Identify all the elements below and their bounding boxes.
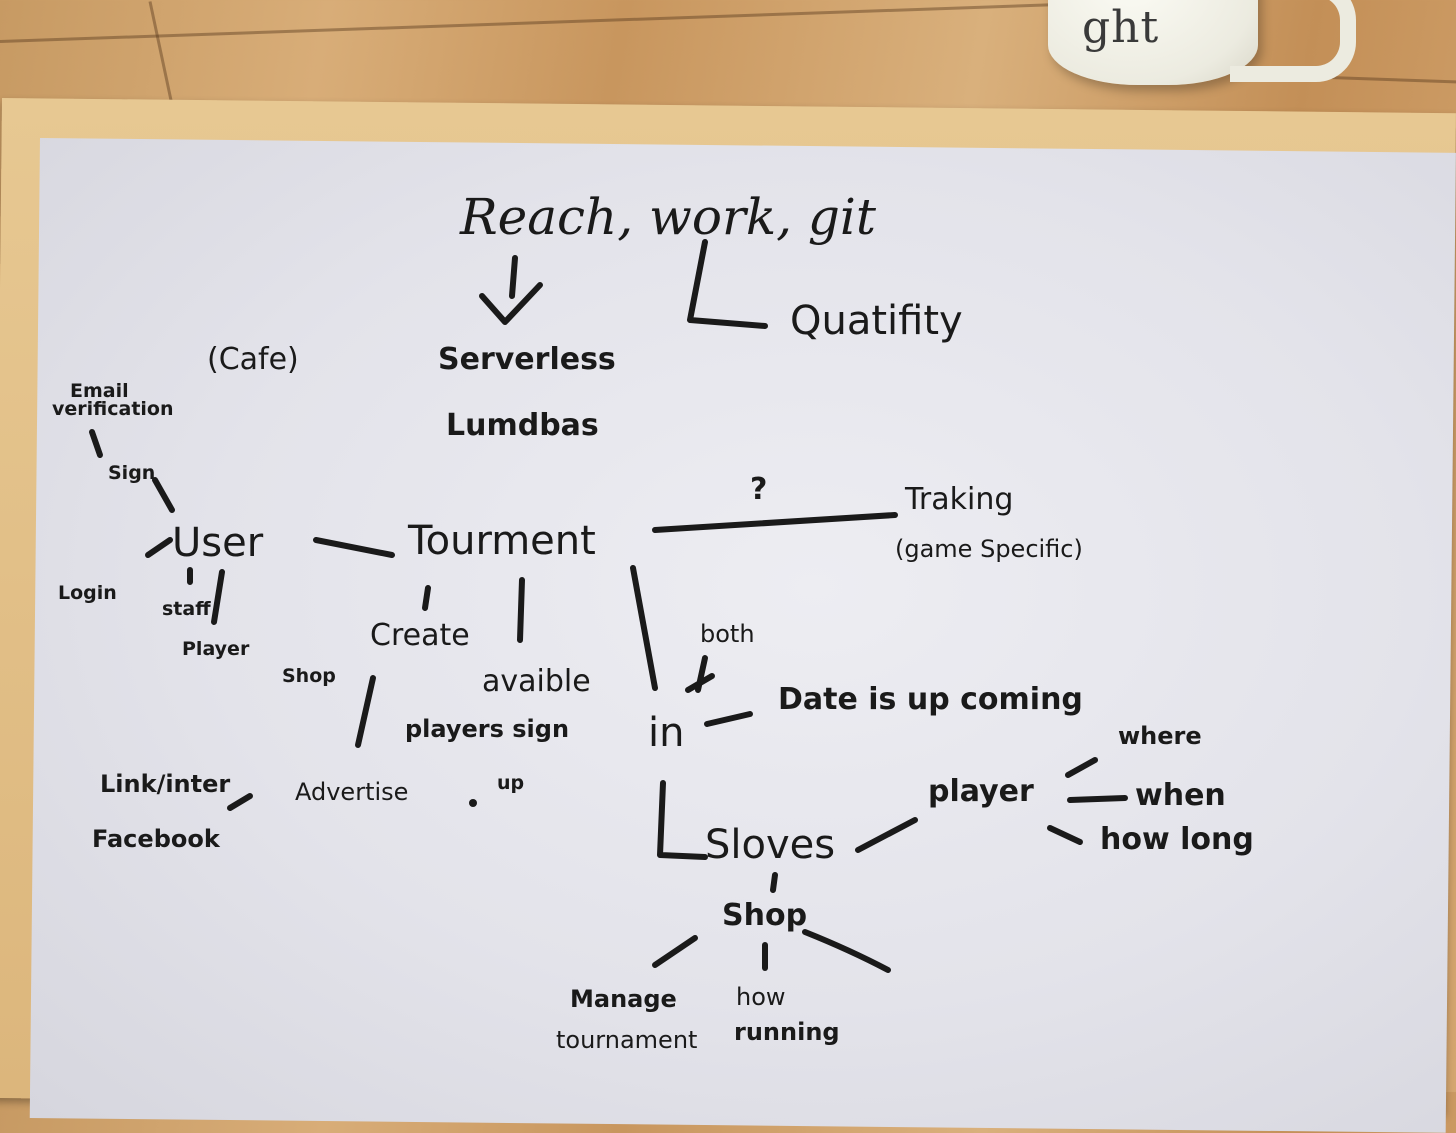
line-tournament-to-create — [422, 585, 431, 611]
arrow-user-to-tournament — [313, 537, 395, 558]
bracket-to-quantity — [687, 239, 768, 329]
label-sign: Sign — [108, 462, 156, 484]
line-create-to-advertise — [355, 675, 376, 748]
line-shop-to-manage — [652, 935, 698, 968]
line-link-dash — [227, 793, 253, 811]
marker-strokes — [89, 239, 1128, 973]
label-game-specific: (game Specific) — [895, 535, 1083, 563]
label-running: running — [734, 1018, 840, 1046]
bracket-in-to-slots — [657, 780, 708, 860]
label-quantity: Quatifity — [790, 298, 963, 344]
mug-text: ght — [1082, 2, 1160, 53]
line-tournament-to-in — [630, 565, 658, 691]
label-how-long: how long — [1100, 822, 1254, 857]
label-tracking: Traking — [905, 482, 1014, 517]
line-player-to-where — [1065, 757, 1098, 778]
label-player-right: player — [928, 774, 1034, 809]
title-reach-work-git: Reach, work, git — [460, 188, 877, 246]
label-tournament: Tourment — [408, 518, 596, 564]
label-both: both — [700, 620, 755, 648]
line-sign-to-user — [152, 477, 175, 513]
label-question-mark: ? — [750, 472, 768, 507]
label-how: how — [736, 983, 786, 1011]
coffee-mug — [1048, 0, 1258, 85]
dot — [469, 799, 477, 807]
label-slots: Sloves — [705, 822, 836, 868]
label-manage: Manage — [570, 985, 677, 1013]
label-tournament-small: tournament — [556, 1026, 698, 1054]
label-serverless: Serverless — [438, 342, 616, 377]
label-shop-left: Shop — [282, 665, 336, 687]
label-player-left: Player — [182, 638, 250, 660]
line-email-to-sign — [89, 429, 103, 458]
arrow-to-serverless — [479, 255, 543, 325]
label-date-upcoming: Date is up coming — [778, 682, 1083, 717]
label-link-interface: Link/inter — [100, 770, 231, 798]
line-slots-to-shop — [770, 872, 778, 893]
line-slots-to-player — [855, 817, 918, 853]
line-player-to-howlong — [1047, 825, 1083, 845]
label-in: in — [648, 710, 685, 756]
line-tournament-to-tracking — [652, 512, 898, 533]
line-tournament-to-available — [517, 577, 525, 643]
line-user-to-staff — [187, 567, 225, 625]
label-facebook: Facebook — [92, 825, 220, 853]
label-cafe: (Cafe) — [207, 342, 299, 377]
line-user-to-login — [145, 537, 173, 558]
line-shop-to-right — [802, 929, 891, 973]
label-email: Email — [70, 380, 129, 402]
label-staff: staff — [162, 598, 211, 620]
arrow-both-to-in — [685, 655, 715, 693]
label-create: Create — [370, 618, 470, 653]
line-player-to-when — [1067, 795, 1128, 803]
label-advertise: Advertise — [295, 778, 409, 806]
label-players-sign: players sign — [405, 715, 570, 743]
label-when: when — [1135, 778, 1226, 813]
line-in-to-date — [704, 711, 753, 727]
label-shop-bottom: Shop — [722, 898, 808, 933]
label-where: where — [1118, 722, 1202, 750]
label-available: avaible — [482, 664, 591, 699]
label-user: User — [172, 520, 264, 566]
label-verification: verification — [52, 398, 174, 420]
label-lambdas: Lumdbas — [446, 408, 599, 443]
label-login: Login — [58, 582, 117, 604]
label-up: up — [497, 772, 525, 794]
